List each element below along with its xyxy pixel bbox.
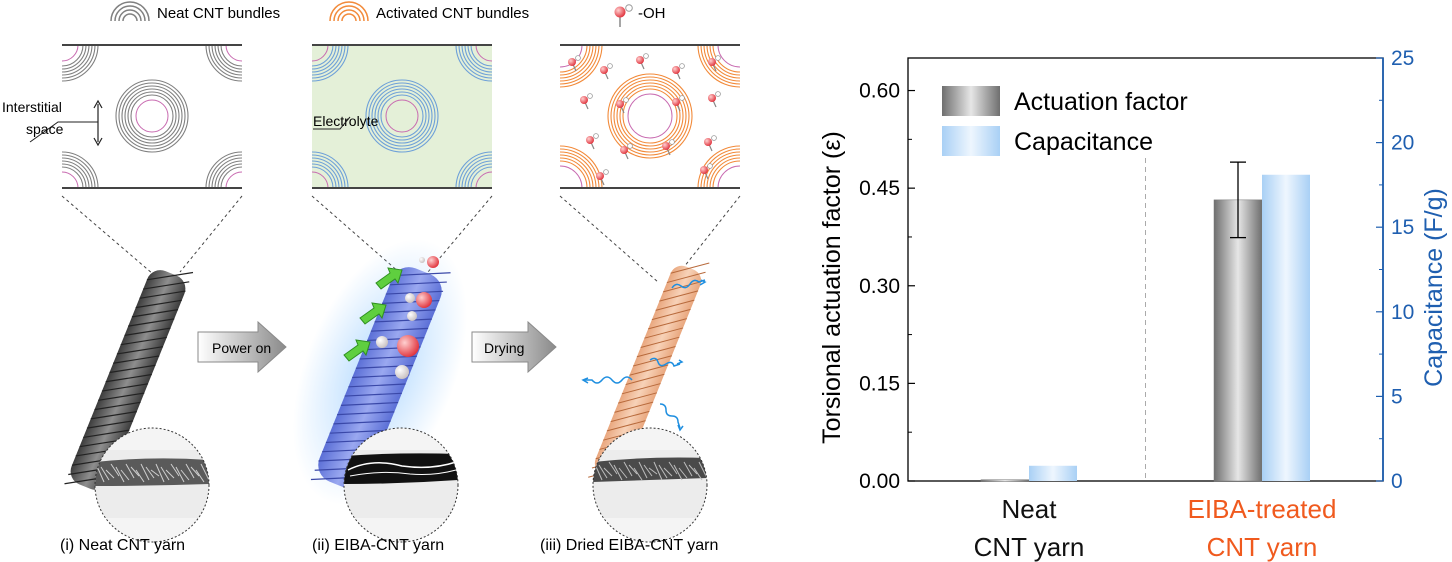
neat-bundles: [62, 45, 242, 188]
y-axis-label-right: Capacitance (F/g): [1420, 188, 1448, 387]
caption-iii: (iii) Dried EIBA-CNT yarn: [540, 537, 718, 554]
actuation-bar: [980, 479, 1030, 482]
actuation-bar: [1213, 199, 1263, 482]
ion-flow-arrows: [343, 267, 403, 362]
left-tick-label: 0.30: [859, 275, 900, 298]
right-tick-label: 10: [1391, 301, 1414, 324]
legend-label-capacitance: Capacitance: [1014, 128, 1153, 156]
right-tick-label: 0: [1391, 470, 1403, 493]
legend-activated-label: Activated CNT bundles: [376, 5, 529, 22]
interstitial-label-line2: space: [26, 121, 64, 137]
power-on-arrow: Power on: [197, 320, 287, 374]
evaporation-wavy-arrows: [581, 279, 707, 432]
zoom-guides: [61, 195, 741, 283]
drying-label: Drying: [484, 340, 524, 356]
x-category-label: CNT yarn: [1207, 532, 1318, 562]
right-tick-label: 15: [1391, 216, 1414, 239]
x-category-label: CNT yarn: [974, 532, 1085, 562]
dried-yarn-illustration: [581, 262, 710, 479]
panel-iii-cross-section: [560, 44, 740, 189]
bar-chart: 0.00 0.15 0.30 0.45 0.60 0 5 10 15 20 25Torsional …: [818, 47, 1448, 562]
left-tick-label: 0.45: [859, 177, 900, 200]
capacitance-bar: [1029, 465, 1077, 481]
panel-i-cross-section: Interstitial space: [2, 44, 242, 189]
electrolyte-ions: [376, 256, 439, 379]
activated-bundle-legend-icon: [329, 1, 369, 22]
drying-arrow: Drying: [471, 320, 557, 374]
legend-label-actuation: Actuation factor: [1014, 88, 1188, 116]
legend-oh-label: -OH: [638, 5, 666, 22]
left-tick-label: 0.60: [859, 80, 900, 103]
activated-bundles: [560, 45, 740, 188]
neat-bundle-legend-icon: [110, 1, 150, 22]
legend-swatch-actuation: [942, 86, 1000, 116]
micrograph-dried: [592, 427, 708, 543]
schematic-legend: Neat CNT bundles Activated CNT bundles -…: [110, 1, 666, 27]
electrolyte-label: Electrolyte: [313, 113, 379, 129]
legend-swatch-capacitance: [942, 126, 1000, 156]
capacitance-bar: [1262, 174, 1310, 482]
micrograph-neat: [94, 427, 210, 543]
hydroxyl-icon: [614, 4, 633, 27]
right-tick-label: 25: [1391, 47, 1414, 70]
x-category-label: Neat: [1002, 494, 1058, 524]
left-tick-label: 0.15: [859, 372, 900, 395]
panel-ii-cross-section: Electrolyte: [312, 44, 492, 189]
power-on-label: Power on: [212, 340, 271, 356]
y-axis-label-left: Torsional actuation factor (ε): [818, 131, 846, 444]
right-tick-label: 5: [1391, 385, 1403, 408]
electrolyte-bundles: [312, 45, 492, 188]
left-tick-label: 0.00: [859, 470, 900, 493]
legend-neat-label: Neat CNT bundles: [157, 5, 280, 22]
interstitial-label-line1: Interstitial: [2, 99, 62, 115]
caption-ii: (ii) EIBA-CNT yarn: [312, 537, 444, 554]
right-tick-label: 20: [1391, 132, 1414, 155]
x-category-label: EIBA-treated: [1188, 494, 1337, 524]
caption-i: (i) Neat CNT yarn: [60, 537, 185, 554]
micrograph-eiba: [343, 427, 459, 543]
